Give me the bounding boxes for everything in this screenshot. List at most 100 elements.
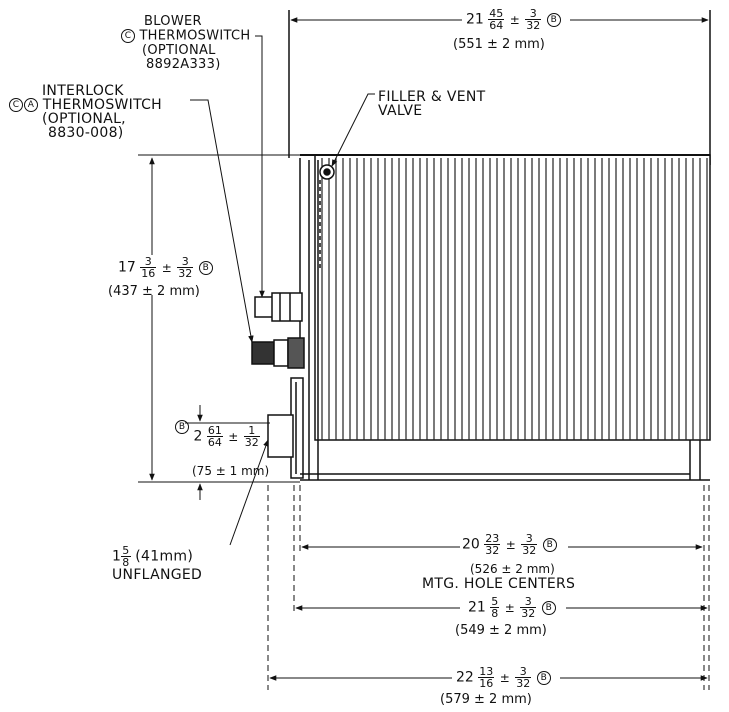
leader-lines — [190, 35, 375, 546]
mtg-dim-mark: B — [542, 537, 557, 552]
overall1-dim-metric: (549 ± 2 mm) — [455, 623, 547, 638]
small-dim-den: 64 — [207, 436, 222, 449]
small-dim-tol-num: 1 — [243, 425, 260, 437]
filler-valve — [319, 164, 335, 180]
interlock-mark-c: C — [9, 98, 23, 112]
small-dim-metric: (75 ± 1 mm) — [192, 464, 270, 478]
mounting-rail — [300, 440, 710, 481]
small-dim-mark: B — [175, 419, 189, 434]
overall1-dim-pm: ± — [504, 600, 515, 615]
overall2-dim-tol-den: 32 — [516, 677, 531, 690]
left-tank — [299, 158, 321, 480]
small-dim-whole: 2 — [193, 428, 203, 445]
interlock-thermoswitch — [251, 337, 305, 369]
filler-line1: FILLER & VENT — [378, 89, 486, 105]
mtg-dim-whole: 20 — [462, 536, 480, 553]
interlock-part: 8830-008) — [48, 125, 124, 141]
mtg-dim-metric: (526 ± 2 mm) — [470, 562, 555, 576]
inlet-flange — [267, 377, 304, 479]
radiator-core — [300, 154, 711, 441]
height-dim-num: 3 — [140, 256, 157, 268]
blower-name: THERMOSWITCH — [139, 28, 251, 44]
overall2-dim-whole: 22 — [456, 669, 474, 686]
unflanged-text: UNFLANGED — [112, 567, 203, 583]
overall2-dim-tol-num: 3 — [515, 666, 532, 678]
height-dim-pm: ± — [161, 260, 172, 275]
height-dim-tol-num: 3 — [177, 256, 194, 268]
interlock-name: THERMOSWITCH — [42, 97, 163, 113]
bottom-dimension-lines — [269, 544, 708, 681]
unflanged-whole: 1 — [112, 548, 122, 565]
unflanged-num: 5 — [121, 544, 131, 557]
filler-line2: VALVE — [378, 103, 423, 119]
mtg-dim-tol-num: 3 — [521, 533, 538, 545]
overall2-dim-pm: ± — [499, 670, 510, 685]
top-dim-mark: B — [546, 12, 561, 27]
height-dim-mark: B — [198, 260, 213, 275]
unflanged-den: 8 — [122, 556, 130, 569]
blower-opt: (OPTIONAL — [142, 42, 216, 58]
small-dim-pm: ± — [228, 429, 239, 444]
top-dim-pm: ± — [509, 12, 520, 27]
overall1-dim-mark: B — [541, 600, 556, 615]
top-dim-num: 45 — [488, 7, 505, 20]
extension-lines — [267, 485, 710, 690]
overall2-dim-mark: B — [536, 670, 551, 685]
mtg-hole-centers-label: MTG. HOLE CENTERS — [422, 576, 576, 592]
height-dim-whole: 17 — [118, 259, 136, 276]
height-dim-den: 16 — [141, 267, 156, 280]
blower-part: 8892A333) — [146, 56, 221, 72]
top-dim-metric: (551 ± 2 mm) — [453, 37, 545, 52]
height-dim-metric: (437 ± 2 mm) — [108, 284, 200, 299]
top-housing — [288, 10, 711, 165]
height-dim-tol-den: 32 — [178, 267, 193, 280]
filler-label: FILLER & VENT VALVE — [378, 90, 486, 118]
small-dim-num: 61 — [206, 424, 223, 437]
overall2-dim-den: 16 — [479, 677, 494, 690]
top-dim-tol-den: 32 — [526, 19, 541, 32]
top-dim-den: 64 — [489, 19, 504, 32]
interlock-mark-a: A — [24, 98, 38, 112]
overall2-dim-metric: (579 ± 2 mm) — [440, 692, 532, 707]
overall1-dim-tol-den: 32 — [521, 607, 536, 620]
overall2-dim-num: 13 — [478, 665, 495, 678]
mtg-dim-den: 32 — [485, 544, 500, 557]
blower-thermoswitch — [254, 292, 303, 322]
mtg-dim-num: 23 — [484, 532, 501, 545]
small-dim-tol-den: 32 — [244, 436, 259, 449]
blower-label: BLOWER C THERMOSWITCH (OPTIONAL 8892A333… — [120, 15, 250, 72]
mtg-dim-tol-den: 32 — [522, 544, 537, 557]
overall1-dim-tol-num: 3 — [520, 596, 537, 608]
top-dim-tol-num: 3 — [525, 8, 542, 20]
overall1-dim-whole: 21 — [468, 599, 486, 616]
blower-title: BLOWER — [144, 14, 202, 29]
interlock-title: INTERLOCK — [42, 83, 124, 99]
height-dimension-line — [138, 154, 300, 483]
interlock-opt: (OPTIONAL, — [42, 111, 126, 127]
overall1-dim-num: 5 — [490, 595, 500, 608]
mtg-dim-pm: ± — [505, 537, 516, 552]
blower-mark: C — [121, 29, 135, 43]
overall1-dim-den: 8 — [491, 607, 499, 620]
